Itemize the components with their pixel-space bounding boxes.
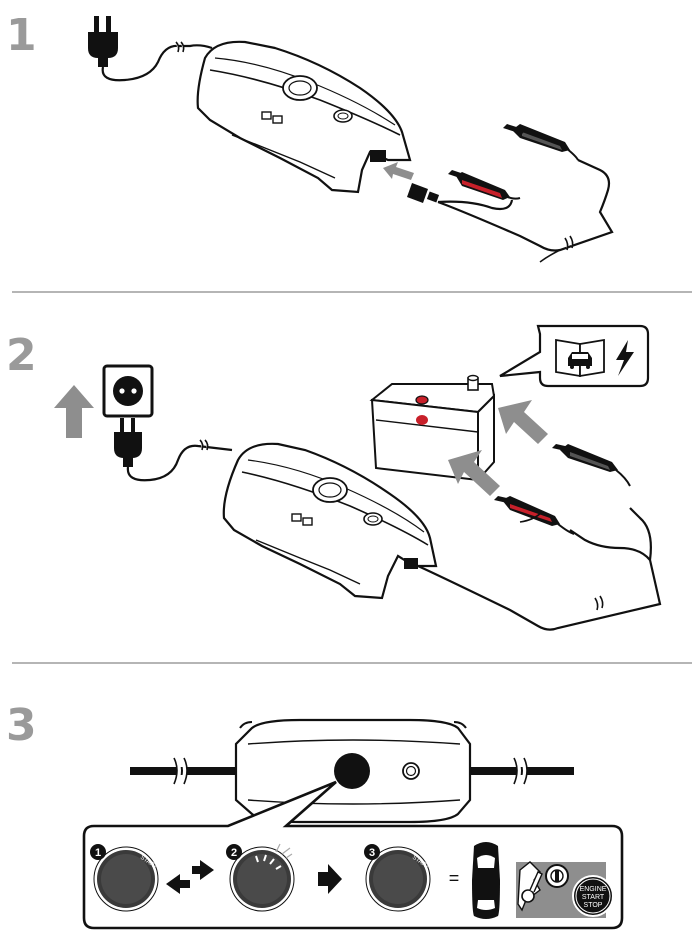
stop-label: STOP [584,902,603,909]
red-clamp-icon-2 [494,496,575,535]
unplug-up-arrow [54,385,94,438]
connect-red-arrow [448,450,500,496]
output-connector [407,183,440,203]
wall-socket-icon [102,364,154,418]
black-clamp-icon [503,124,579,161]
mains-cable [101,44,213,82]
key-icon [521,871,543,903]
charger-unit [196,40,412,194]
manual-callout [499,324,650,388]
charger-top-view [234,718,472,824]
car-manual-book-icon [555,338,605,378]
step-number-3: 3 [6,700,37,751]
step-1-illustration [88,16,614,263]
divider-2 [12,662,692,664]
red-clamp-icon [448,170,521,200]
ignition-panel-icon: ENGINE START STOP [516,861,614,918]
start-label: START [582,894,605,901]
car-top-view-icon [472,842,500,919]
badge-1: 1 [95,847,101,859]
knob-state-1: START 1 [90,844,159,912]
knob-state-2: 2 [226,843,295,912]
toggle-double-arrow-icon [166,860,214,894]
connect-black-arrow [498,400,548,444]
badge-2: 2 [231,847,237,859]
connect-arrow [383,162,414,180]
equals-sign: = [449,868,460,888]
knob-state-3: START 3 [364,844,431,912]
badge-3: 3 [369,847,375,859]
step-number-2: 2 [6,330,37,381]
black-clamp-icon-2 [552,444,631,487]
charger-unit-2 [222,442,438,600]
lightning-bolt-icon [616,340,634,376]
next-arrow-icon [318,864,342,894]
step-3-illustration: START 1 2 START 3 = [82,718,624,930]
divider-1 [12,291,692,293]
power-plug-icon [88,16,118,67]
step-number-1: 1 [6,10,37,61]
engine-label: ENGINE [580,886,607,893]
step-2-illustration [54,324,662,631]
power-plug-icon-2 [114,418,142,467]
